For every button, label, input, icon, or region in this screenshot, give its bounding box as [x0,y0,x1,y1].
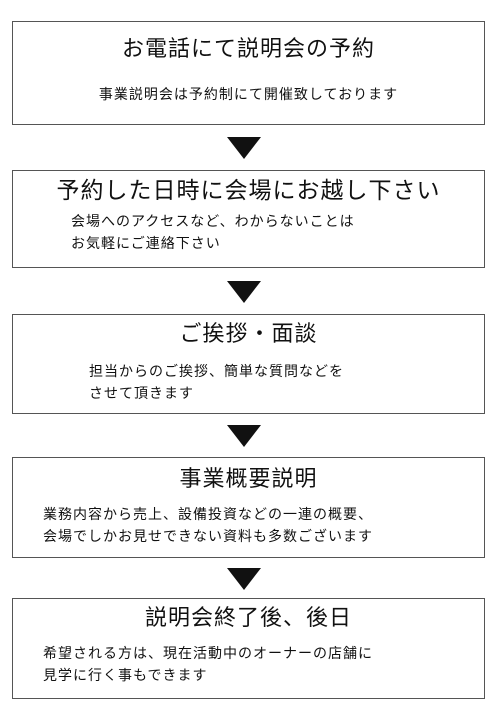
step-3-line-2: させて頂きます [89,386,194,402]
step-1-title: お電話にて説明会の予約 [121,37,375,62]
step-1-line-1: 事業説明会は予約制にて開催致しております [98,87,399,103]
step-3-box: ご挨拶・面談 担当からのご挨拶、簡単な質問などを させて頂きます [12,314,485,414]
down-arrow-icon [227,568,261,590]
step-2-description: 会場へのアクセスなど、わからないことは お気軽にご連絡下さい [13,211,484,255]
step-5-box: 説明会終了後、後日 希望される方は、現在活動中のオーナーの店舗に 見学に行く事も… [12,598,485,699]
step-5-description: 希望される方は、現在活動中のオーナーの店舗に 見学に行く事もできます [13,643,484,687]
step-3-line-1: 担当からのご挨拶、簡単な質問などを [89,364,344,380]
step-1-box: お電話にて説明会の予約 事業説明会は予約制にて開催致しております [12,21,485,125]
step-1-description: 事業説明会は予約制にて開催致しております [13,84,484,106]
down-arrow-icon [227,137,261,159]
step-4-box: 事業概要説明 業務内容から売上、設備投資などの一連の概要、 会場でしかお見せでき… [12,457,485,558]
step-3-description: 担当からのご挨拶、簡単な質問などを させて頂きます [13,361,484,405]
step-4-description: 業務内容から売上、設備投資などの一連の概要、 会場でしかお見せできない資料も多数… [13,504,484,548]
down-arrow-icon [227,425,261,447]
down-arrow-icon [227,281,261,303]
step-2-line-2: お気軽にご連絡下さい [71,236,221,252]
step-2-title: 予約した日時に会場にお越し下さい [56,178,441,204]
step-4-line-2: 会場でしかお見せできない資料も多数ございます [43,529,373,545]
step-2-box: 予約した日時に会場にお越し下さい 会場へのアクセスなど、わからないことは お気軽… [12,170,485,268]
step-4-title: 事業概要説明 [179,467,318,492]
step-5-line-1: 希望される方は、現在活動中のオーナーの店舗に [43,646,373,662]
step-4-line-1: 業務内容から売上、設備投資などの一連の概要、 [43,507,373,523]
step-3-title: ご挨拶・面談 [179,322,318,347]
step-2-line-1: 会場へのアクセスなど、わからないことは [71,214,355,230]
step-5-title: 説明会終了後、後日 [144,606,352,631]
step-5-line-2: 見学に行く事もできます [43,668,208,684]
